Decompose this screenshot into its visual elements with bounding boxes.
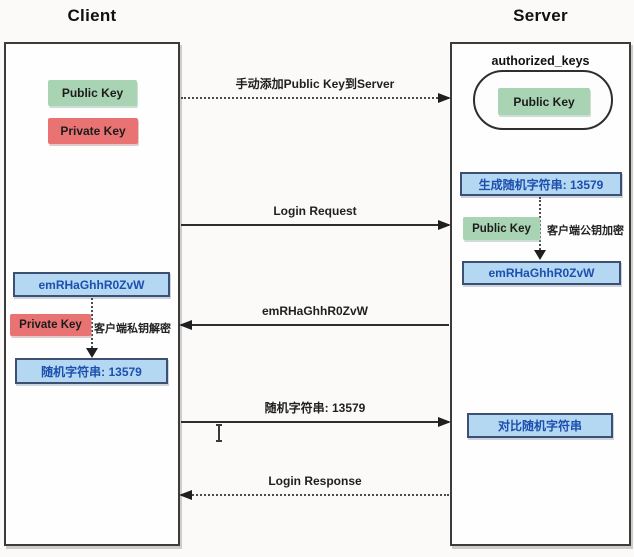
server-stored-public-key-chip: Public Key [498, 88, 590, 115]
message-random-string: 随机字符串: 13579 [181, 400, 451, 427]
server-compare-random-box: 对比随机字符串 [467, 413, 613, 438]
dotted-line [91, 298, 93, 348]
client-encrypted-string-box: emRHaGhhR0ZvW [13, 272, 170, 297]
client-decrypt-note: 客户端私钥解密 [94, 323, 171, 335]
arrow-line [181, 417, 451, 427]
message-login-response: Login Response [179, 473, 449, 500]
server-encrypt-note: 客户端公钥加密 [547, 225, 624, 237]
arrow-line [179, 490, 449, 500]
server-generate-random-box: 生成随机字符串: 13579 [460, 172, 622, 196]
arrowhead-right-icon [438, 417, 451, 427]
message-label: 手动添加Public Key到Server [235, 77, 395, 91]
message-label: Login Request [273, 204, 357, 218]
message-label: 随机字符串: 13579 [264, 401, 366, 415]
arrowhead-right-icon [438, 220, 451, 230]
arrowhead-down-icon [86, 348, 98, 358]
message-encrypted-string: emRHaGhhR0ZvW [179, 303, 449, 330]
arrow-line [179, 320, 449, 330]
arrowhead-down-icon [534, 250, 546, 260]
client-private-key-chip-2: Private Key [10, 314, 91, 336]
arrow-line [181, 220, 451, 230]
authorized-keys-label: authorized_keys [491, 54, 590, 68]
arrowhead-right-icon [438, 93, 451, 103]
server-title: Server [513, 6, 568, 25]
arrowhead-left-icon [179, 320, 192, 330]
arrow-line [181, 93, 451, 103]
server-encrypted-string-box: emRHaGhhR0ZvW [462, 261, 621, 285]
server-public-key-chip: Public Key [463, 217, 540, 240]
message-label: emRHaGhhR0ZvW [261, 304, 368, 318]
client-private-key-chip: Private Key [48, 118, 138, 144]
arrowhead-left-icon [179, 490, 192, 500]
message-login-request: Login Request [181, 203, 451, 230]
client-random-string-box: 随机字符串: 13579 [15, 358, 168, 384]
client-public-key-chip: Public Key [48, 80, 137, 106]
client-title: Client [67, 6, 117, 25]
message-label: Login Response [268, 474, 362, 488]
message-add-public-key: 手动添加Public Key到Server [181, 76, 451, 103]
text-cursor-icon [212, 423, 226, 443]
dotted-line [539, 197, 541, 250]
